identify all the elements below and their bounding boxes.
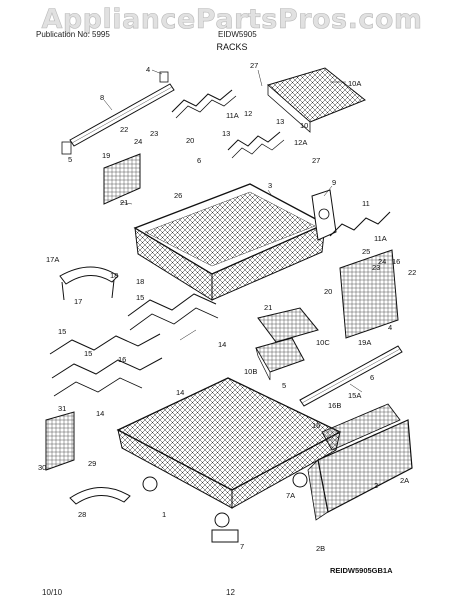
rail-6 <box>299 345 403 407</box>
label-27-mid: 27 <box>312 156 320 165</box>
leader-lines <box>103 69 363 393</box>
label-29: 29 <box>88 459 96 468</box>
label-6-right: 6 <box>370 373 374 382</box>
tine-row-11a-right <box>329 211 391 237</box>
label-15-mid: 15 <box>136 293 144 302</box>
label-10c: 10C <box>316 338 330 347</box>
label-2b: 2B <box>316 544 325 553</box>
shelf-10 <box>266 67 366 133</box>
tine-row-12a <box>227 131 285 159</box>
label-24-top: 24 <box>134 137 142 146</box>
label-12: 12 <box>244 109 252 118</box>
label-19a: 19A <box>358 338 371 347</box>
tine-row-11a-top <box>171 89 237 119</box>
label-18-b: 18 <box>136 277 144 286</box>
label-23-right: 23 <box>372 263 380 272</box>
label-3: 3 <box>268 181 272 190</box>
label-22-right: 22 <box>408 268 416 277</box>
label-4-right: 4 <box>388 323 392 332</box>
label-15-b: 15 <box>84 349 92 358</box>
label-11a-right: 11A <box>374 234 387 243</box>
label-11a-top: 11A <box>226 111 239 120</box>
label-9: 9 <box>332 178 336 187</box>
label-20-right: 20 <box>324 287 332 296</box>
footer-date: 10/10 <box>42 588 63 597</box>
label-25: 25 <box>362 247 370 256</box>
bracket-9 <box>311 189 337 241</box>
label-4-top: 4 <box>146 65 150 74</box>
callout-labels: 4 8 27 10A 11A 10 22 23 12 13 13 24 20 1… <box>38 61 416 553</box>
header-model: EIDW5905 <box>218 30 257 39</box>
label-16-mid: 16 <box>118 355 126 364</box>
label-14-b: 14 <box>176 388 184 397</box>
tine-rows-14-15 <box>49 293 219 397</box>
footer-page-number: 12 <box>226 588 235 597</box>
label-12a: 12A <box>294 138 307 147</box>
bracket-19 <box>103 153 141 205</box>
label-6-top: 6 <box>197 156 201 165</box>
rail-8 <box>61 71 175 155</box>
label-7a: 7A <box>286 491 295 500</box>
label-26: 26 <box>174 191 182 200</box>
label-5-mid: 5 <box>282 381 286 390</box>
label-22-top: 22 <box>120 125 128 134</box>
watermark: AppliancePartsPros.com <box>41 4 423 36</box>
handle-28 <box>69 487 131 505</box>
section-title: RACKS <box>216 42 248 52</box>
header-publication: Publication No: 5995 <box>36 30 110 39</box>
label-2a: 2A <box>400 476 409 485</box>
bracket-30 <box>45 411 75 471</box>
label-15-left: 15 <box>58 327 66 336</box>
label-11: 11 <box>362 199 370 208</box>
label-2: 2 <box>374 481 378 490</box>
label-17: 17 <box>74 297 82 306</box>
label-16b: 16B <box>328 401 341 410</box>
label-16-top: 16 <box>392 257 400 266</box>
label-10: 10 <box>300 121 308 130</box>
upper-rack-3 <box>133 183 327 301</box>
label-30: 30 <box>38 463 46 472</box>
label-27-top: 27 <box>250 61 258 70</box>
label-21-mid: 21 <box>264 303 272 312</box>
label-31: 31 <box>58 404 66 413</box>
label-10a: 10A <box>348 79 361 88</box>
label-20: 20 <box>186 136 194 145</box>
label-14-c: 14 <box>96 409 104 418</box>
label-1: 1 <box>162 510 166 519</box>
label-18-a: 18 <box>110 271 118 280</box>
handle-17 <box>59 266 119 301</box>
basket-10b <box>255 337 305 381</box>
lower-rack-1 <box>116 377 342 528</box>
label-17a: 17A <box>46 255 59 264</box>
label-10b: 10B <box>244 367 257 376</box>
label-13-a: 13 <box>276 117 284 126</box>
basket-10c <box>257 307 319 343</box>
label-5-top: 5 <box>68 155 72 164</box>
label-16-low: 16 <box>312 421 320 430</box>
label-15a: 15A <box>348 391 361 400</box>
label-13-b: 13 <box>222 129 230 138</box>
label-7: 7 <box>240 542 244 551</box>
label-21-top: 21 <box>120 198 128 207</box>
clip-7 <box>211 529 239 543</box>
label-8: 8 <box>100 93 104 102</box>
label-28: 28 <box>78 510 86 519</box>
bracket-19a <box>339 249 399 339</box>
label-24-right: 24 <box>378 257 386 266</box>
diagram-reference-code: REIDW5905GB1A <box>330 566 393 575</box>
label-14-a: 14 <box>218 340 226 349</box>
label-19: 19 <box>102 151 110 160</box>
label-23: 23 <box>150 129 158 138</box>
silverware-basket-2 <box>307 403 413 521</box>
